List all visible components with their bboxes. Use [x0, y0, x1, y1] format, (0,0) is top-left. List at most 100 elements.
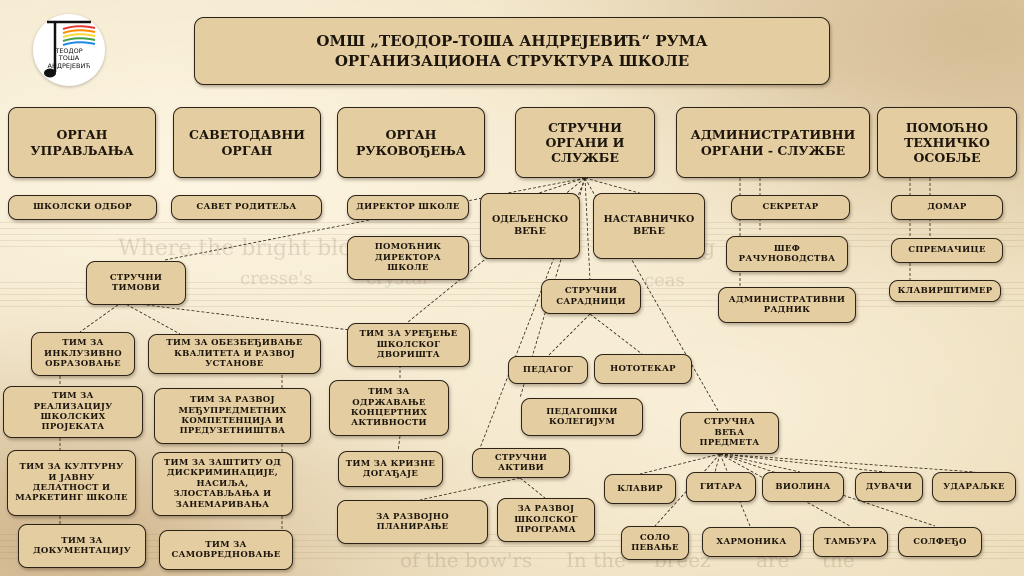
node-label: ТИМ ЗА ОДРЖАВАЊЕ КОНЦЕРТНИХ АКТИВНОСТИ: [350, 387, 428, 429]
node-label: ЗА РАЗВОЈНО ПЛАНИРАЊЕ: [376, 511, 449, 532]
node-label: ШКОЛСКИ ОДБОР: [33, 202, 132, 213]
node-subject-tambura: ТАМБУРА: [813, 527, 888, 557]
node-music-librarian: НОТОТЕКАР: [594, 354, 692, 384]
node-label: ТИМ ЗА РЕАЛИЗАЦИЈУ ШКОЛСКИХ ПРОЈЕКАТА: [33, 391, 113, 433]
node-piano-tuner: КЛАВИРШТИМЕР: [889, 280, 1001, 302]
header-label: ОРГАН РУКОВОЂЕЊА: [355, 127, 466, 158]
node-label: ГИТАРА: [699, 481, 743, 492]
header-label: ПОМОЋНО ТЕХНИЧКО ОСОБЉЕ: [904, 119, 990, 166]
node-subject-accordion: ХАРМОНИКА: [702, 527, 801, 557]
node-label: ТИМ ЗА КУЛТУРНУ И ЈАВНУ ДЕЛАТНОСТ И МАРК…: [15, 462, 128, 504]
node-label: САВЕТ РОДИТЕЉА: [196, 202, 297, 213]
header-label: СТРУЧНИ ОРГАНИ И СЛУЖБЕ: [545, 119, 625, 166]
node-head-of-accounting: ШЕФ РАЧУНОВОДСТВА: [726, 236, 848, 272]
node-professional-teams: СТРУЧНИ ТИМОВИ: [86, 261, 186, 305]
header-label: САВЕТОДАВНИ ОРГАН: [189, 127, 305, 158]
title-line-2: ОРГАНИЗАЦИОНА СТРУКТУРА ШКОЛЕ: [334, 52, 690, 70]
node-label: ТИМ ЗА ДОКУМЕНТАЦИЈУ: [33, 535, 131, 556]
node-class-council: ОДЕЉЕНСКО ВЕЋЕ: [480, 193, 580, 259]
node-label: СТРУЧНИ САРАДНИЦИ: [556, 286, 626, 307]
node-label: СПРЕМАЧИЦЕ: [908, 245, 986, 256]
background-lyrics-2: cresse's: [240, 268, 313, 289]
logo-text: ТЕОДОР ТОША АНДРЕЈЕВИЋ: [33, 47, 105, 70]
node-label: ПЕДАГОГ: [522, 364, 574, 375]
node-label: ТИМ ЗА ОБЕЗБЕЂИВАЊЕ КВАЛИТЕТА И РАЗВОЈ У…: [166, 338, 303, 370]
node-label: ТАМБУРА: [824, 536, 877, 547]
node-label: ЗА РАЗВОЈ ШКОЛСКОГ ПРОГРАМА: [514, 504, 578, 536]
header-label: АДМИНИСТРАТИВНИ ОРГАНИ - СЛУЖБЕ: [690, 127, 856, 158]
node-team-anti-discrimination: ТИМ ЗА ЗАШТИТУ ОД ДИСКРИМИНАЦИЈЕ, НАСИЉА…: [152, 452, 293, 516]
node-caretaker: ДОМАР: [891, 195, 1003, 220]
node-subject-piano: КЛАВИР: [604, 474, 676, 504]
background-lyrics-8: In the: [566, 548, 626, 572]
node-active-development-planning: ЗА РАЗВОЈНО ПЛАНИРАЊЕ: [337, 500, 488, 544]
node-label: СТРУЧНИ ТИМОВИ: [109, 272, 163, 293]
node-subject-councils: СТРУЧНА ВЕЋА ПРЕДМЕТА: [680, 412, 779, 454]
node-label: СТРУЧНИ АКТИВИ: [494, 452, 548, 473]
node-active-school-program: ЗА РАЗВОЈ ШКОЛСКОГ ПРОГРАМА: [497, 498, 595, 542]
background-lyrics-5: ceas: [644, 270, 685, 291]
node-label: ДИРЕКТОР ШКОЛЕ: [356, 202, 460, 213]
header-advisory-body: САВЕТОДАВНИ ОРГАН: [173, 107, 321, 178]
node-assistant-director: ПОМОЋНИК ДИРЕКТОРА ШКОЛЕ: [347, 236, 469, 280]
node-label: ТИМ ЗА ЗАШТИТУ ОД ДИСКРИМИНАЦИЈЕ, НАСИЉА…: [163, 458, 282, 510]
node-subject-guitar: ГИТАРА: [686, 472, 756, 502]
node-label: ТИМ ЗА УРЕЂЕЊЕ ШКОЛСКОГ ДВОРИШТА: [359, 329, 458, 361]
node-label: ПОМОЋНИК ДИРЕКТОРА ШКОЛЕ: [374, 242, 442, 274]
node-team-school-projects: ТИМ ЗА РЕАЛИЗАЦИЈУ ШКОЛСКИХ ПРОЈЕКАТА: [3, 386, 143, 438]
node-subject-percussion: УДАРАЉКЕ: [932, 472, 1016, 502]
node-team-competencies: ТИМ ЗА РАЗВОЈ МЕЂУПРЕДМЕТНИХ КОМПЕТЕНЦИЈ…: [154, 388, 311, 444]
header-label: ОРГАН УПРАВЉАЊА: [30, 127, 134, 158]
header-governing-body: ОРГАН УПРАВЉАЊА: [8, 107, 156, 178]
node-parents-council: САВЕТ РОДИТЕЉА: [171, 195, 322, 220]
page-title: ОМШ „ТЕОДОР-ТОША АНДРЕЈЕВИЋ“ РУМА ОРГАНИ…: [194, 17, 830, 85]
node-label: СТРУЧНА ВЕЋА ПРЕДМЕТА: [699, 417, 760, 449]
node-team-quality-assurance: ТИМ ЗА ОБЕЗБЕЂИВАЊЕ КВАЛИТЕТА И РАЗВОЈ У…: [148, 334, 321, 374]
node-label: ТИМ ЗА САМОВРЕДНОВАЊЕ: [171, 539, 281, 560]
node-team-culture-marketing: ТИМ ЗА КУЛТУРНУ И ЈАВНУ ДЕЛАТНОСТ И МАРК…: [7, 450, 136, 516]
node-team-crisis-events: ТИМ ЗА КРИЗНЕ ДОГАЂАЈЕ: [338, 451, 443, 487]
header-professional-bodies: СТРУЧНИ ОРГАНИ И СЛУЖБЕ: [515, 107, 655, 178]
node-team-self-evaluation: ТИМ ЗА САМОВРЕДНОВАЊЕ: [159, 530, 293, 570]
node-subject-solfeggio: СОЛФЕЂО: [898, 527, 982, 557]
node-subject-solo-singing: СОЛО ПЕВАЊЕ: [621, 526, 689, 560]
header-administrative-bodies: АДМИНИСТРАТИВНИ ОРГАНИ - СЛУЖБЕ: [676, 107, 870, 178]
node-label: ТИМ ЗА РАЗВОЈ МЕЂУПРЕДМЕТНИХ КОМПЕТЕНЦИЈ…: [178, 395, 287, 437]
node-label: ПЕДАГОШКИ КОЛЕГИЈУМ: [546, 406, 618, 427]
node-school-director: ДИРЕКТОР ШКОЛЕ: [347, 195, 469, 220]
node-label: ОДЕЉЕНСКО ВЕЋЕ: [491, 214, 569, 237]
music-note-icon: [44, 20, 96, 78]
node-team-schoolyard: ТИМ ЗА УРЕЂЕЊЕ ШКОЛСКОГ ДВОРИШТА: [347, 323, 470, 367]
node-professional-actives: СТРУЧНИ АКТИВИ: [472, 448, 570, 478]
node-teachers-council: НАСТАВНИЧКО ВЕЋЕ: [593, 193, 705, 259]
node-label: ШЕФ РАЧУНОВОДСТВА: [738, 243, 836, 264]
school-logo: ТЕОДОР ТОША АНДРЕЈЕВИЋ: [33, 14, 105, 86]
node-label: ДУВАЧИ: [865, 481, 913, 492]
node-label: ТИМ ЗА КРИЗНЕ ДОГАЂАЈЕ: [345, 458, 436, 479]
header-technical-staff: ПОМОЋНО ТЕХНИЧКО ОСОБЉЕ: [877, 107, 1017, 178]
background-lyrics-7: of the bow'rs: [400, 548, 533, 572]
node-label: НОТОТЕКАР: [610, 363, 676, 374]
node-subject-violin: ВИОЛИНА: [762, 472, 844, 502]
title-line-1: ОМШ „ТЕОДОР-ТОША АНДРЕЈЕВИЋ“ РУМА: [316, 31, 708, 50]
logo-line-1: ТЕОДОР: [55, 47, 83, 55]
node-team-inclusive-education: ТИМ ЗА ИНКЛУЗИВНО ОБРАЗОВАЊЕ: [31, 332, 135, 376]
node-label: КЛАВИР: [617, 483, 663, 494]
node-cleaners: СПРЕМАЧИЦЕ: [891, 238, 1003, 263]
node-label: СОЛО ПЕВАЊЕ: [631, 532, 679, 553]
background-lyrics-1: Where the bright blo: [118, 236, 352, 261]
header-management-body: ОРГАН РУКОВОЂЕЊА: [337, 107, 485, 178]
node-secretary: СЕКРЕТАР: [731, 195, 850, 220]
node-label: КЛАВИРШТИМЕР: [897, 285, 993, 296]
node-label: СЕКРЕТАР: [762, 202, 819, 213]
node-subject-winds: ДУВАЧИ: [855, 472, 923, 502]
node-school-board: ШКОЛСКИ ОДБОР: [8, 195, 157, 220]
node-pedagogue: ПЕДАГОГ: [508, 356, 588, 384]
node-label: СОЛФЕЂО: [913, 536, 967, 547]
node-team-concerts: ТИМ ЗА ОДРЖАВАЊЕ КОНЦЕРТНИХ АКТИВНОСТИ: [329, 380, 449, 436]
node-team-documentation: ТИМ ЗА ДОКУМЕНТАЦИЈУ: [18, 524, 146, 568]
node-label: НАСТАВНИЧКО ВЕЋЕ: [603, 214, 695, 237]
logo-line-2: ТОША: [58, 54, 80, 63]
node-label: ВИОЛИНА: [775, 481, 831, 492]
node-label: ХАРМОНИКА: [716, 536, 787, 547]
